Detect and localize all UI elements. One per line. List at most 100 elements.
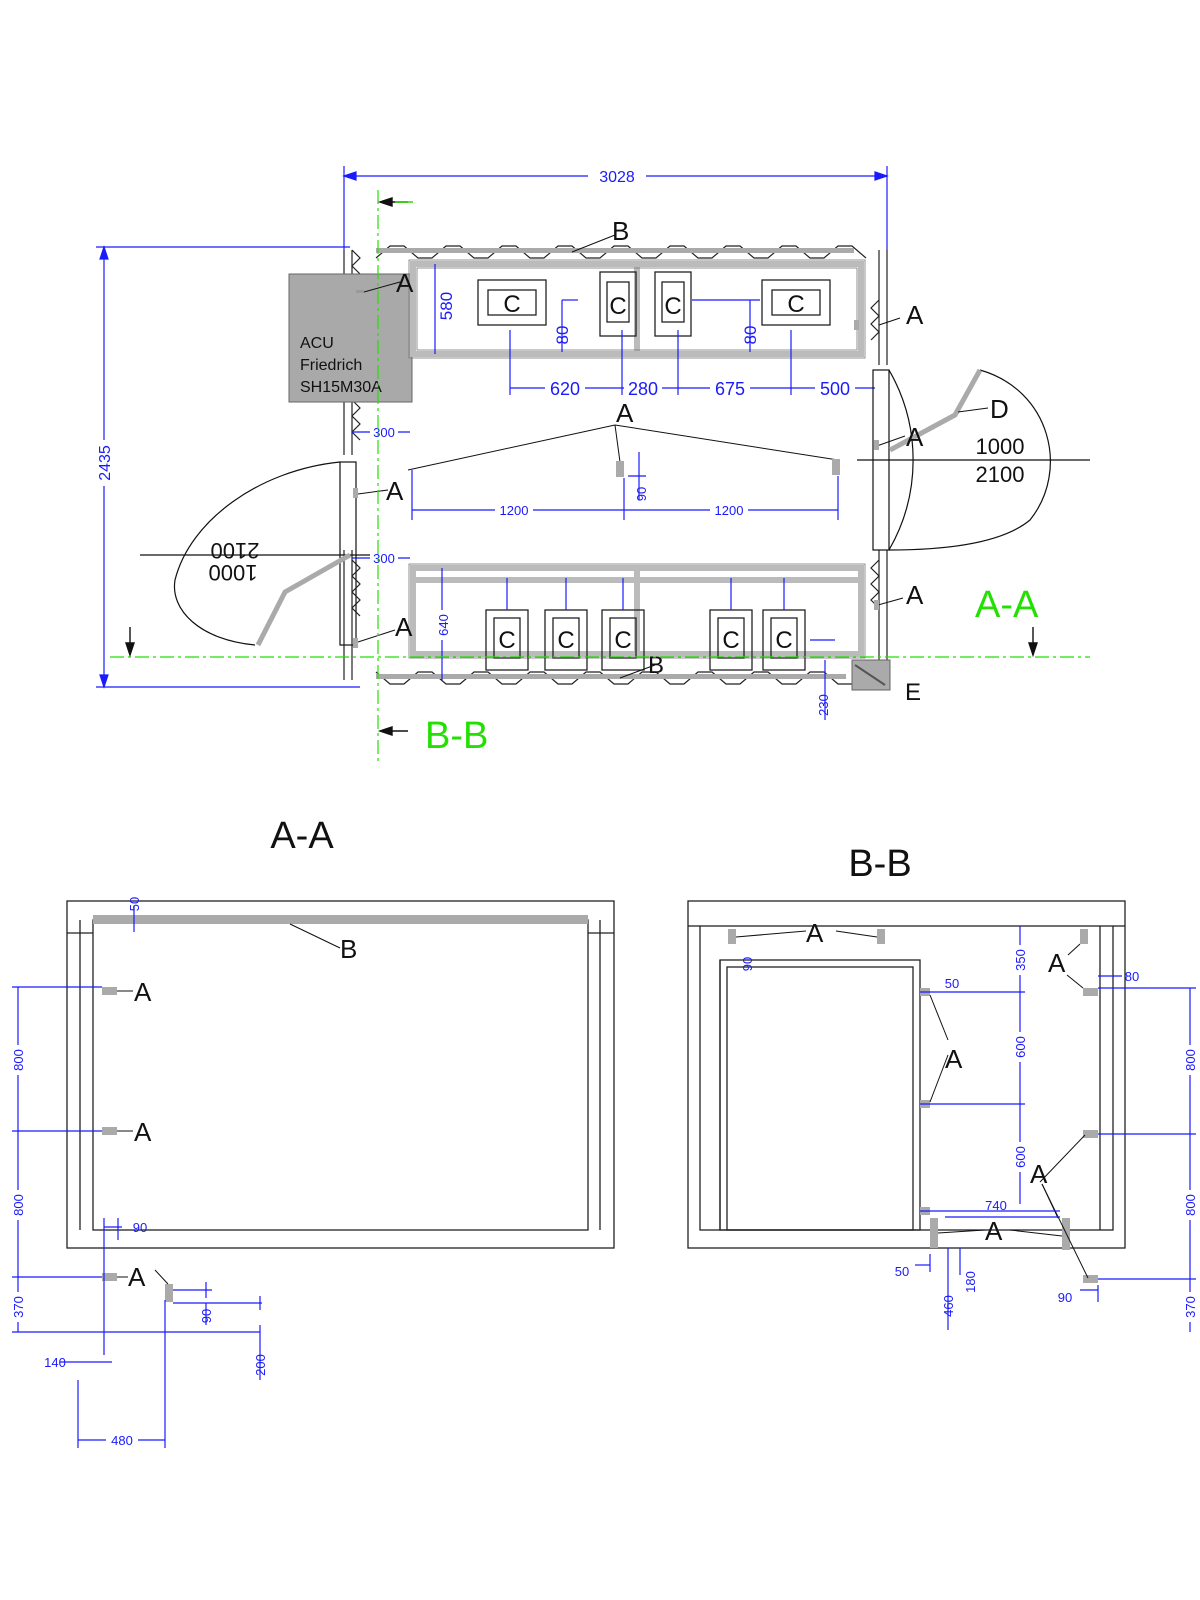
rack-dim-580: 580 <box>437 292 456 320</box>
e-box-dim-230: 230 <box>816 694 831 716</box>
section-bb-dim-90-right: 90 <box>1058 1290 1072 1305</box>
acu-label-line3: SH15M30A <box>300 379 382 396</box>
plan-a-leaders <box>357 234 906 679</box>
section-aa-marker: A-A <box>975 584 1039 626</box>
section-aa-view: A-A B A A A <box>10 815 615 1448</box>
rack-dim-280: 280 <box>628 379 658 399</box>
acu-unit <box>288 273 413 403</box>
right-door-width: 1000 <box>976 434 1025 459</box>
plan-a-label-6: A <box>395 612 413 642</box>
plan-a-label-1: A <box>396 268 414 298</box>
section-bb-frame <box>687 900 1126 1249</box>
door-d-handle <box>888 368 983 453</box>
center-dim-90: 90 <box>634 487 649 501</box>
plan-b-label-top: B <box>612 216 629 246</box>
lower-rack-dimensions <box>441 568 835 680</box>
section-bb-dim-800b: 800 <box>1183 1194 1198 1216</box>
section-bb-dim-740: 740 <box>985 1198 1007 1213</box>
lower-rack-c3: C <box>614 627 631 654</box>
upper-rack-frame-outline <box>408 259 866 359</box>
plan-a-label-2: A <box>906 300 924 330</box>
plan-b-label-bottom: B <box>648 652 664 679</box>
section-bb-door-leaders <box>929 994 1089 1279</box>
side-dim-300b: 300 <box>373 551 395 566</box>
acu-label-line2: Friedrich <box>300 357 362 374</box>
section-bb-dim-350: 350 <box>1013 949 1028 971</box>
upper-rack-frame <box>410 261 864 357</box>
plan-view: 3028 2435 <box>96 164 1090 765</box>
section-bb-dim-460: 460 <box>941 1295 956 1317</box>
section-aa-a-label-3: A <box>128 1262 146 1292</box>
lower-rack-frame <box>410 565 864 657</box>
plan-a-label-4: A <box>386 476 404 506</box>
left-door <box>140 461 370 646</box>
lower-rack-c1: C <box>498 627 515 654</box>
section-aa-a-label-2: A <box>134 1117 152 1147</box>
section-aa-track-b <box>93 915 588 924</box>
section-bb-a-label-right-2: A <box>1030 1159 1048 1189</box>
section-bb-dim-90: 90 <box>740 957 755 971</box>
section-aa-b-label: B <box>340 934 357 964</box>
section-bb-a-label-right-1: A <box>1048 948 1066 978</box>
section-aa-bracket-3 <box>102 1273 117 1281</box>
section-bb-bracket-right-2 <box>1083 988 1098 996</box>
rack-dim-620: 620 <box>550 379 580 399</box>
section-aa-a-label-1: A <box>134 977 152 1007</box>
side-dim-300a: 300 <box>373 425 395 440</box>
section-bb-dim-50-top: 50 <box>945 976 959 991</box>
section-bb-dim-180: 180 <box>963 1271 978 1293</box>
upper-rack-c2: C <box>609 293 626 320</box>
upper-rack-c4: C <box>787 291 804 318</box>
bottom-track-b <box>376 674 846 679</box>
center-dim-1200a: 1200 <box>500 503 529 518</box>
section-aa-dim-90a: 90 <box>133 1220 147 1235</box>
section-arrows <box>125 197 1038 736</box>
lower-rack-units <box>485 609 806 671</box>
center-bracket-1 <box>616 461 624 477</box>
section-bb-bracket-right-1 <box>1080 929 1088 944</box>
section-aa-dim-800a: 800 <box>11 1049 26 1071</box>
rack-dim-500: 500 <box>820 379 850 399</box>
section-aa-dim-480: 480 <box>111 1433 133 1448</box>
plan-a-label-5: A <box>906 580 924 610</box>
section-bb-bracket-right-4 <box>1083 1275 1098 1283</box>
left-door-handle <box>255 552 352 647</box>
section-bb-marker: B-B <box>425 715 488 757</box>
door-d-label: D <box>990 394 1009 424</box>
lower-rack-frame-outline <box>408 563 866 659</box>
section-bb-dim-80: 80 <box>1125 969 1139 984</box>
section-bb-a-label-bottom: A <box>985 1216 1003 1246</box>
left-door-width: 1000 <box>209 560 258 585</box>
lower-rack-c4: C <box>722 627 739 654</box>
section-bb-bracket-door-4 <box>930 1218 938 1248</box>
section-aa-dim-50: 50 <box>127 897 142 911</box>
right-door-height: 2100 <box>976 462 1025 487</box>
center-1200-dimensions <box>411 452 839 520</box>
section-bb-dim-600b: 600 <box>1013 1146 1028 1168</box>
center-bracket-leaders <box>407 424 839 471</box>
section-bb-dim-600a: 600 <box>1013 1036 1028 1058</box>
plan-a-label-3: A <box>906 422 924 452</box>
section-aa-dim-800b: 800 <box>11 1194 26 1216</box>
rack-dim-640: 640 <box>436 614 451 636</box>
acu-label-line1: ACU <box>300 335 334 352</box>
section-bb-title: B-B <box>848 843 911 885</box>
rack-dim-80a: 80 <box>553 326 572 345</box>
section-aa-dim-370: 370 <box>11 1296 26 1318</box>
section-aa-bracket-4 <box>165 1284 173 1302</box>
lower-rack-c2: C <box>557 627 574 654</box>
upper-rack-c3: C <box>664 293 681 320</box>
center-bracket-a-label: A <box>616 398 634 428</box>
section-bb-bracket-top-mid <box>877 929 885 944</box>
section-bb-view: B-B A A <box>687 843 1198 1332</box>
center-dim-1200b: 1200 <box>715 503 744 518</box>
right-door <box>857 369 1090 551</box>
center-bracket-2 <box>832 459 840 475</box>
section-aa-bracket-1 <box>102 987 117 995</box>
e-label: E <box>905 679 921 706</box>
overall-width-label: 3028 <box>599 169 635 186</box>
acu-bracket-a <box>356 290 364 293</box>
section-bb-dim-50-bottom: 50 <box>895 1264 909 1279</box>
section-bb-dim-800a: 800 <box>1183 1049 1198 1071</box>
